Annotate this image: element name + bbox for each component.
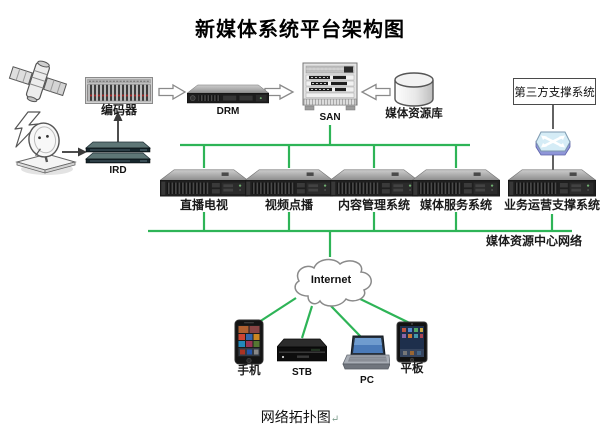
drm-server-icon	[187, 84, 269, 104]
green-bus-lines	[148, 125, 572, 339]
server-live-tv-icon	[160, 168, 248, 198]
caption-text: 网络拓扑图	[260, 411, 331, 426]
ird-label: IRD	[109, 165, 127, 176]
encoder-rack-icon	[85, 77, 153, 104]
stb-icon	[277, 338, 327, 362]
san-chassis-icon	[302, 62, 358, 111]
drm-label: DRM	[216, 106, 240, 117]
phone-label: 手机	[237, 365, 261, 377]
server-vod-icon	[245, 168, 333, 198]
database-cylinder-icon	[394, 72, 434, 107]
encoder-label: 编码器	[100, 103, 137, 117]
third-party-system-box: 第三方支撑系统	[513, 78, 596, 105]
server-media-service-icon	[412, 168, 500, 198]
lightning-bolt-icon	[14, 111, 41, 148]
satellite-dish-icon	[15, 122, 77, 175]
arrowhead-ird-to-encoder	[113, 111, 123, 121]
pc-label: PC	[360, 375, 374, 386]
san-label: SAN	[319, 112, 341, 123]
tablet-icon	[396, 321, 428, 363]
internet-cloud-icon	[294, 258, 372, 307]
stb-label: STB	[292, 367, 312, 378]
router-icon	[535, 131, 571, 156]
caption: 网络拓扑图↵	[0, 407, 600, 427]
diagram-title: 新媒体系统平台架构图	[195, 19, 405, 41]
phone-icon	[234, 319, 264, 365]
network-name-label: 媒体资源中心网络	[485, 234, 582, 248]
internet-label: Internet	[310, 274, 352, 286]
media-library-label: 媒体资源库	[385, 108, 443, 120]
third-party-label: 第三方支撑系统	[514, 86, 595, 99]
server-cms-label: 内容管理系统	[337, 198, 410, 212]
server-live-tv-label: 直播电视	[179, 198, 228, 212]
server-vod-label: 视频点播	[264, 198, 313, 212]
arrowhead-dish-to-ird	[78, 147, 87, 157]
pc-laptop-icon	[342, 335, 390, 370]
caption-return-mark: ↵	[330, 414, 340, 425]
tablet-label: 平板	[400, 363, 424, 375]
server-bss-icon	[508, 168, 596, 198]
server-media-service-label: 媒体服务系统	[419, 198, 492, 212]
ird-receivers-icon	[84, 141, 152, 164]
server-cms-icon	[330, 168, 418, 198]
satellite-icon	[8, 60, 68, 103]
server-bss-label: 业务运营支撑系统	[503, 198, 600, 212]
